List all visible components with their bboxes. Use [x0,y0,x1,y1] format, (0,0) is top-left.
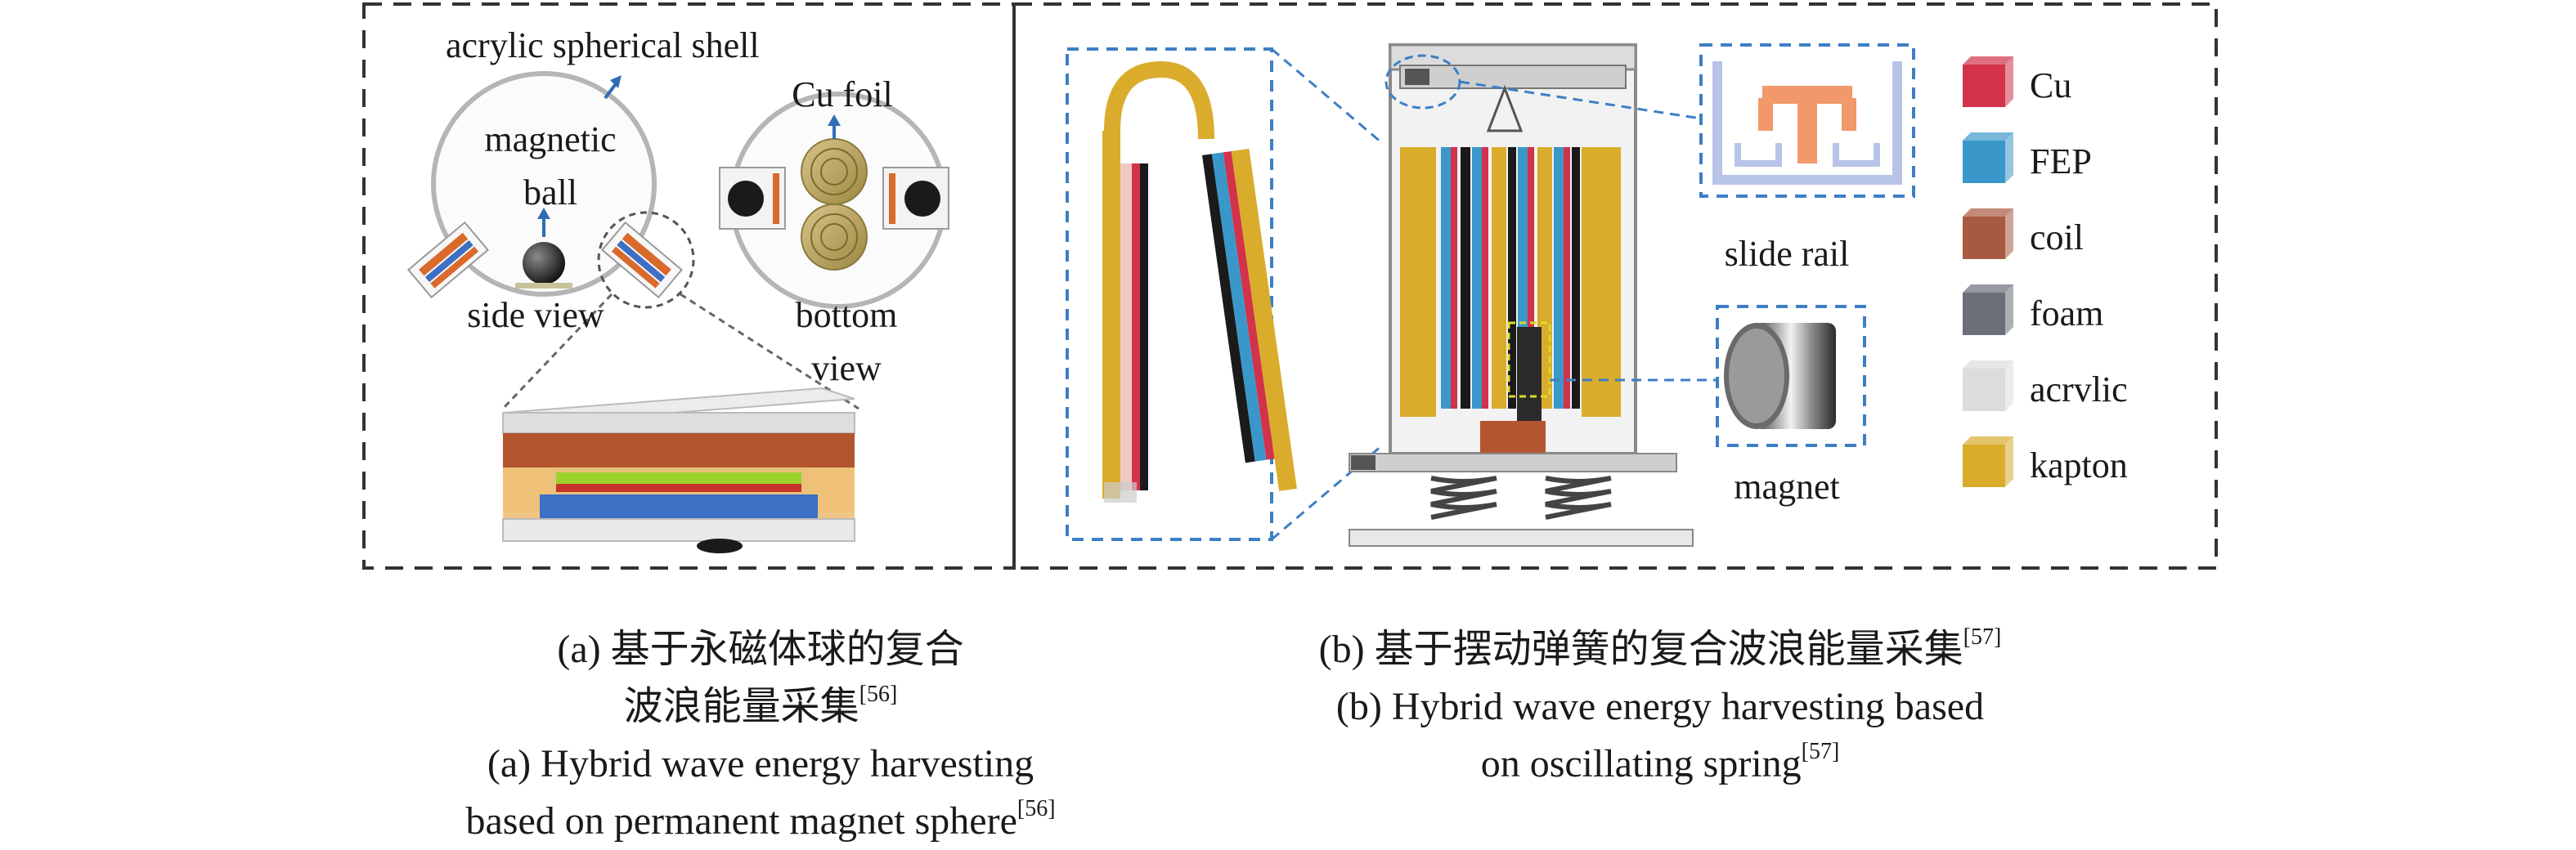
ball-base [515,283,572,289]
caption-b-zh-line1: (b) 基于摆动弹簧的复合波浪能量采集 [1318,628,1963,671]
caption-a-en-line1: (a) Hybrid wave energy harvesting [487,742,1034,785]
label-bottom: bottom [796,295,898,335]
magnetic-ball [523,242,565,284]
acrylic-shell-side [431,71,657,297]
u-shape-layers [1102,60,1297,503]
legend-swatch-acrvlic [1963,360,2013,411]
caption-a-en-ref: [56] [1016,796,1056,821]
slide-rail-detail [1712,61,1902,185]
panel-a-diagram: acrylic spherical shell magnetic ball Cu… [406,25,949,553]
caption-a-zh-line1: (a) 基于永磁体球的复合 [557,628,964,671]
legend-label-cu: Cu [2030,65,2071,105]
caption-a-zh-ref: [56] [859,682,898,707]
magnet-left [728,181,764,217]
label-slide-rail: slide rail [1725,234,1850,274]
label-ball: ball [523,172,577,212]
legend-swatch-fep [1963,132,2013,183]
label-magnetic: magnetic [484,119,616,159]
caption-a-en-line2-wrap: based on permanent magnet sphere[56] [311,793,1210,850]
zoom-box-left [1066,47,1273,541]
label-view: view [811,348,882,388]
spring-device [1349,43,1694,547]
zoom-circle [597,211,695,309]
label-side-view: side view [467,295,604,335]
zoom-line-b1 [1271,47,1383,145]
caption-a-zh-line2-wrap: 波浪能量采集[56] [311,678,1210,736]
zoom-line-right [680,293,859,410]
coil-unit-right [600,221,684,299]
legend-label-foam: foam [2030,293,2103,333]
caption-b-en-line2: on oscillating spring [1480,742,1802,785]
foil-arrow-head [828,114,841,126]
legend-swatch-kapton [1963,436,2013,487]
caption-b: (b) 基于摆动弹簧的复合波浪能量采集[57] (b) Hybrid wave … [1178,621,2143,793]
panel-b-frame [1012,2,2218,570]
legend-label-kapton: kapton [2030,445,2128,485]
legend-swatch-coil [1963,208,2013,259]
rail-zoom-box [1699,43,1915,198]
legend-swatch-cu [1963,56,2013,107]
coil-unit-left [406,221,490,299]
magnet-right [904,181,940,217]
caption-a: (a) 基于永磁体球的复合 波浪能量采集[56] (a) Hybrid wave… [311,621,1210,850]
magnet-cylinder [1724,323,1836,429]
ball-arrow-head [537,208,550,219]
shell-arrow-head [610,75,622,88]
zoom-line-left [501,293,613,410]
legend-label-fep: FEP [2030,141,2092,181]
label-shell: acrylic spherical shell [446,25,760,65]
layered-block [502,387,855,553]
rail-zoom-line [1459,80,1702,120]
label-magnet: magnet [1734,467,1840,507]
magnet-zoom-box [1716,305,1866,447]
caption-a-zh-line2: 波浪能量采集 [623,685,859,728]
legend-label-coil: coil [2030,217,2084,257]
caption-b-en-line2-wrap: on oscillating spring[57] [1178,736,2143,793]
label-cu-foil: Cu foil [792,74,892,114]
caption-b-zh-ref: [57] [1963,624,2002,650]
caption-b-en-ref: [57] [1801,739,1840,764]
legend-swatch-foam [1963,284,2013,335]
panel-a-frame [362,2,1016,570]
caption-a-en-line2: based on permanent magnet sphere [465,799,1017,843]
caption-b-en-line1: (b) Hybrid wave energy harvesting based [1335,685,1985,728]
coil-strip-left [773,173,779,224]
coil-strip-right [889,173,895,224]
legend-label-acrvlic: acrvlic [2030,369,2128,409]
caption-b-zh-line1-wrap: (b) 基于摆动弹簧的复合波浪能量采集[57] [1178,621,2143,678]
